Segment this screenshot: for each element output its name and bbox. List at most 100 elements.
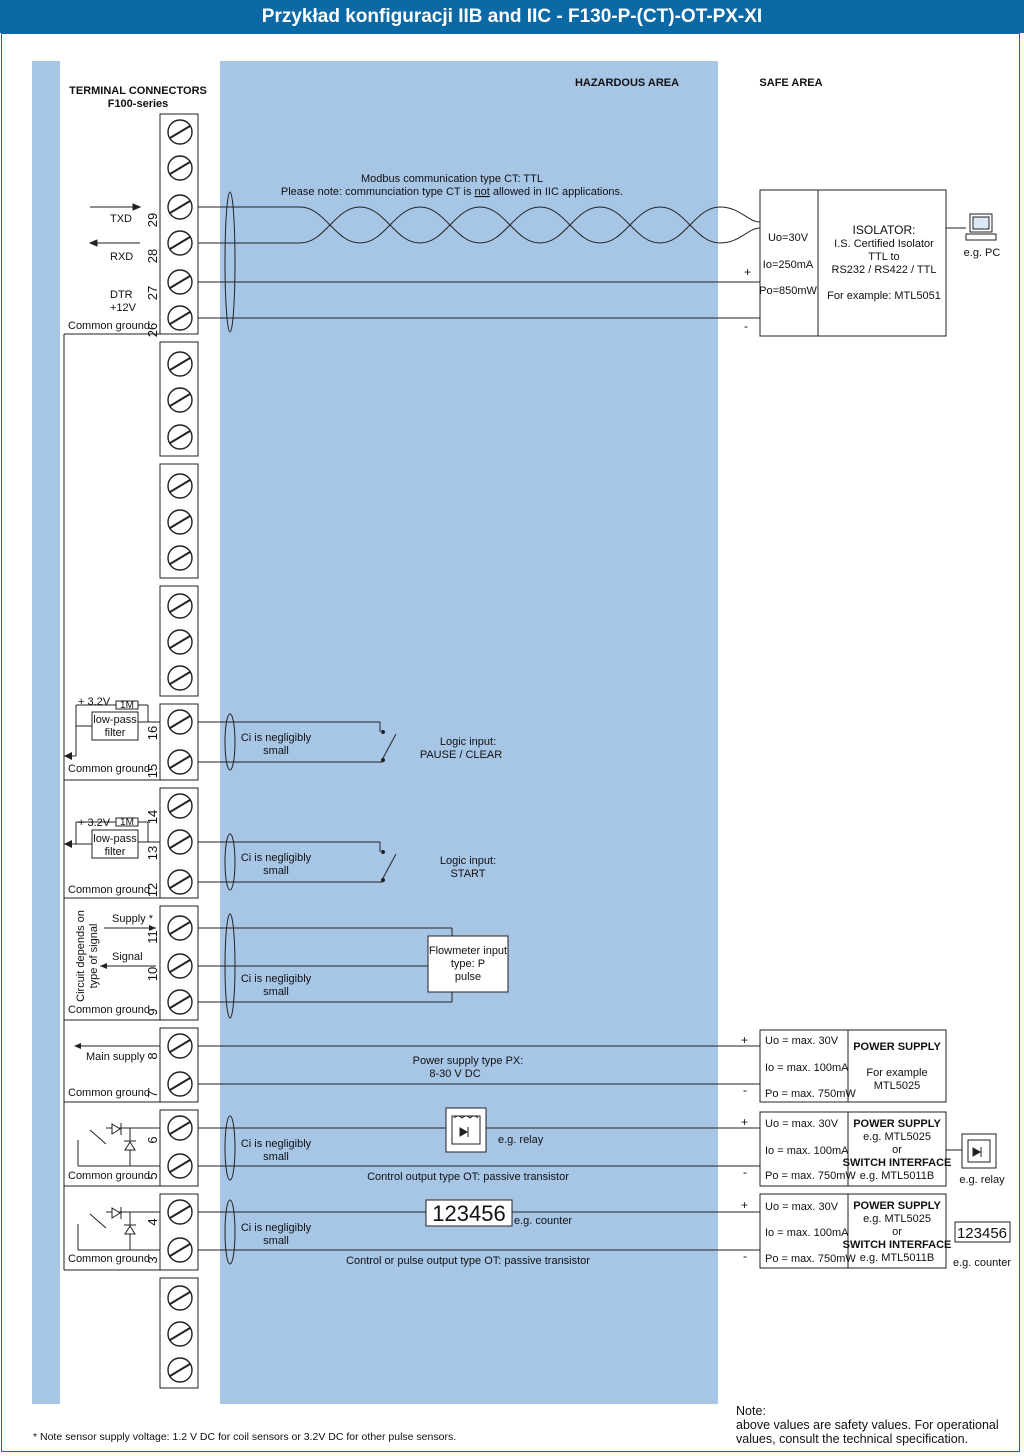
terminal-8: 8 [145,1052,160,1059]
lowpass-label-16: low-pass [93,714,137,726]
counter-box-l1: e.g. MTL5025 [863,1213,931,1225]
terminal-screw-slot [169,430,191,444]
flowmeter-line2: type: P [451,958,485,970]
ps-example1: For example [866,1067,927,1079]
terminal-screw-slot [169,200,191,214]
terminal-screw-slot [169,393,191,407]
terminal-screws [167,119,193,1383]
pause-switch-contact-top [381,730,385,734]
start-arrow-icon [64,840,72,848]
terminal-screw-slot [169,835,191,849]
relay-box-l2: or [892,1144,902,1156]
diagram-frame [1,33,1020,1452]
terminal-screw-slot [169,1243,191,1257]
terminal-28: 28 [145,249,160,263]
counter-po: Po = max. 750mW [765,1253,856,1265]
terminal-screw-slot [169,671,191,685]
terminal-26: 26 [145,323,160,337]
relay-safe-label: e.g. relay [959,1174,1005,1186]
switch-box-counter [759,1193,947,1269]
common-ground-12: Common ground [68,884,150,896]
counter-minus: - [743,1249,747,1263]
ci-small-16: small [263,745,289,757]
terminal-screw-slot [169,515,191,529]
terminal-5: 5 [145,1172,160,1179]
common-ground-5: Common ground [68,1170,150,1182]
terminal-screw-slot [169,551,191,565]
common-ground-15: Common ground [68,763,150,775]
safety-note: Note: above values are safety values. Fo… [736,1404,1016,1446]
start-switch-contact-bottom [381,878,385,882]
dtr-label: DTR [110,289,133,301]
terminal-14: 14 [145,810,160,824]
pc-label: e.g. PC [964,247,1001,259]
logic-start-line2: START [450,868,485,880]
main-supply-arrow-icon [74,1043,81,1049]
counter-digits-safe: 123456 [957,1225,1007,1242]
terminal-screw-slot [169,755,191,769]
terminal-screw-slot [169,715,191,729]
counter-safe-label: e.g. counter [953,1257,1011,1269]
modbus-type-label: Modbus communication type CT: TTL [361,173,543,185]
terminal-10: 10 [145,967,160,981]
footnote: * Note sensor supply voltage: 1.2 V DC f… [33,1431,457,1443]
terminal-series: F100-series [108,98,169,110]
counter-label: e.g. counter [514,1215,572,1227]
safe-area-label: SAFE AREA [759,77,822,89]
signal-label: Signal [112,951,143,963]
terminal-screw-slot [169,1121,191,1135]
modbus-wiring [88,191,761,333]
counter-plus: + [741,1198,748,1212]
circuit-note-line1: Circuit depends on [75,910,87,1002]
terminal-4: 4 [145,1218,160,1225]
r1m-label-13: 1M [120,817,134,828]
ps-uo: Uo = max. 30V [765,1035,839,1047]
power-supply-wiring [80,1045,760,1085]
isolator-line2: TTL to [868,251,899,263]
terminal-15: 15 [145,764,160,778]
terminal-screw-slot [169,599,191,613]
hazardous-area [220,61,718,1404]
ci-small-6: small [263,1151,289,1163]
start-input-wiring [64,817,397,891]
isolator-line1: I.S. Certified Isolator [834,238,934,250]
terminal-13: 13 [145,846,160,860]
common-ground-7: Common ground [68,1087,150,1099]
common-ground-9: Common ground [68,1004,150,1016]
terminal-header: TERMINAL CONNECTORS [69,85,207,97]
px-label-line1: Power supply type PX: [413,1055,524,1067]
logic-pause-line2: PAUSE / CLEAR [420,749,502,761]
counter-output-wiring [77,1199,760,1265]
terminal-9: 9 [145,1008,160,1015]
switch-box-relay [759,1111,947,1187]
minus-sign: - [744,319,748,333]
v32-label-16: + 3.2V [78,696,111,708]
relay-box-l4: e.g. MTL5011B [860,1170,934,1182]
ps-example2: MTL5025 [874,1080,920,1092]
relay-icon [445,1107,487,1153]
counter-box-l3: SWITCH INTERFACE [843,1239,952,1251]
ps-io: Io = max. 100mA [765,1062,849,1074]
rxd-label: RXD [110,251,133,263]
safety-note-title: Note: [736,1404,766,1418]
isolator-io: Io=250mA [763,259,814,271]
plus-sign: + [744,265,751,279]
power-supply-box [759,1029,947,1103]
terminal-screw-slot [169,479,191,493]
isolator-po: Po=850mW [759,285,817,297]
counter-box-l2: or [892,1226,902,1238]
hazardous-area-label: HAZARDOUS AREA [575,77,679,89]
counter-display [425,1199,513,1227]
terminal-screw-slot [169,995,191,1009]
filter-label-16: filter [105,727,126,739]
relay-box-l3: SWITCH INTERFACE [843,1157,952,1169]
ground-bus [63,333,160,1271]
logic-pause-line1: Logic input: [440,736,496,748]
terminal-screw-slot [169,1291,191,1305]
counter-digits: 123456 [432,1201,505,1226]
ci-label-13: Ci is negligibly [241,852,312,864]
relay-box-l1: e.g. MTL5025 [863,1131,931,1143]
isolator-uo: Uo=30V [768,232,809,244]
terminal-screw-slot [169,1205,191,1219]
terminal-screw-slot [169,799,191,813]
